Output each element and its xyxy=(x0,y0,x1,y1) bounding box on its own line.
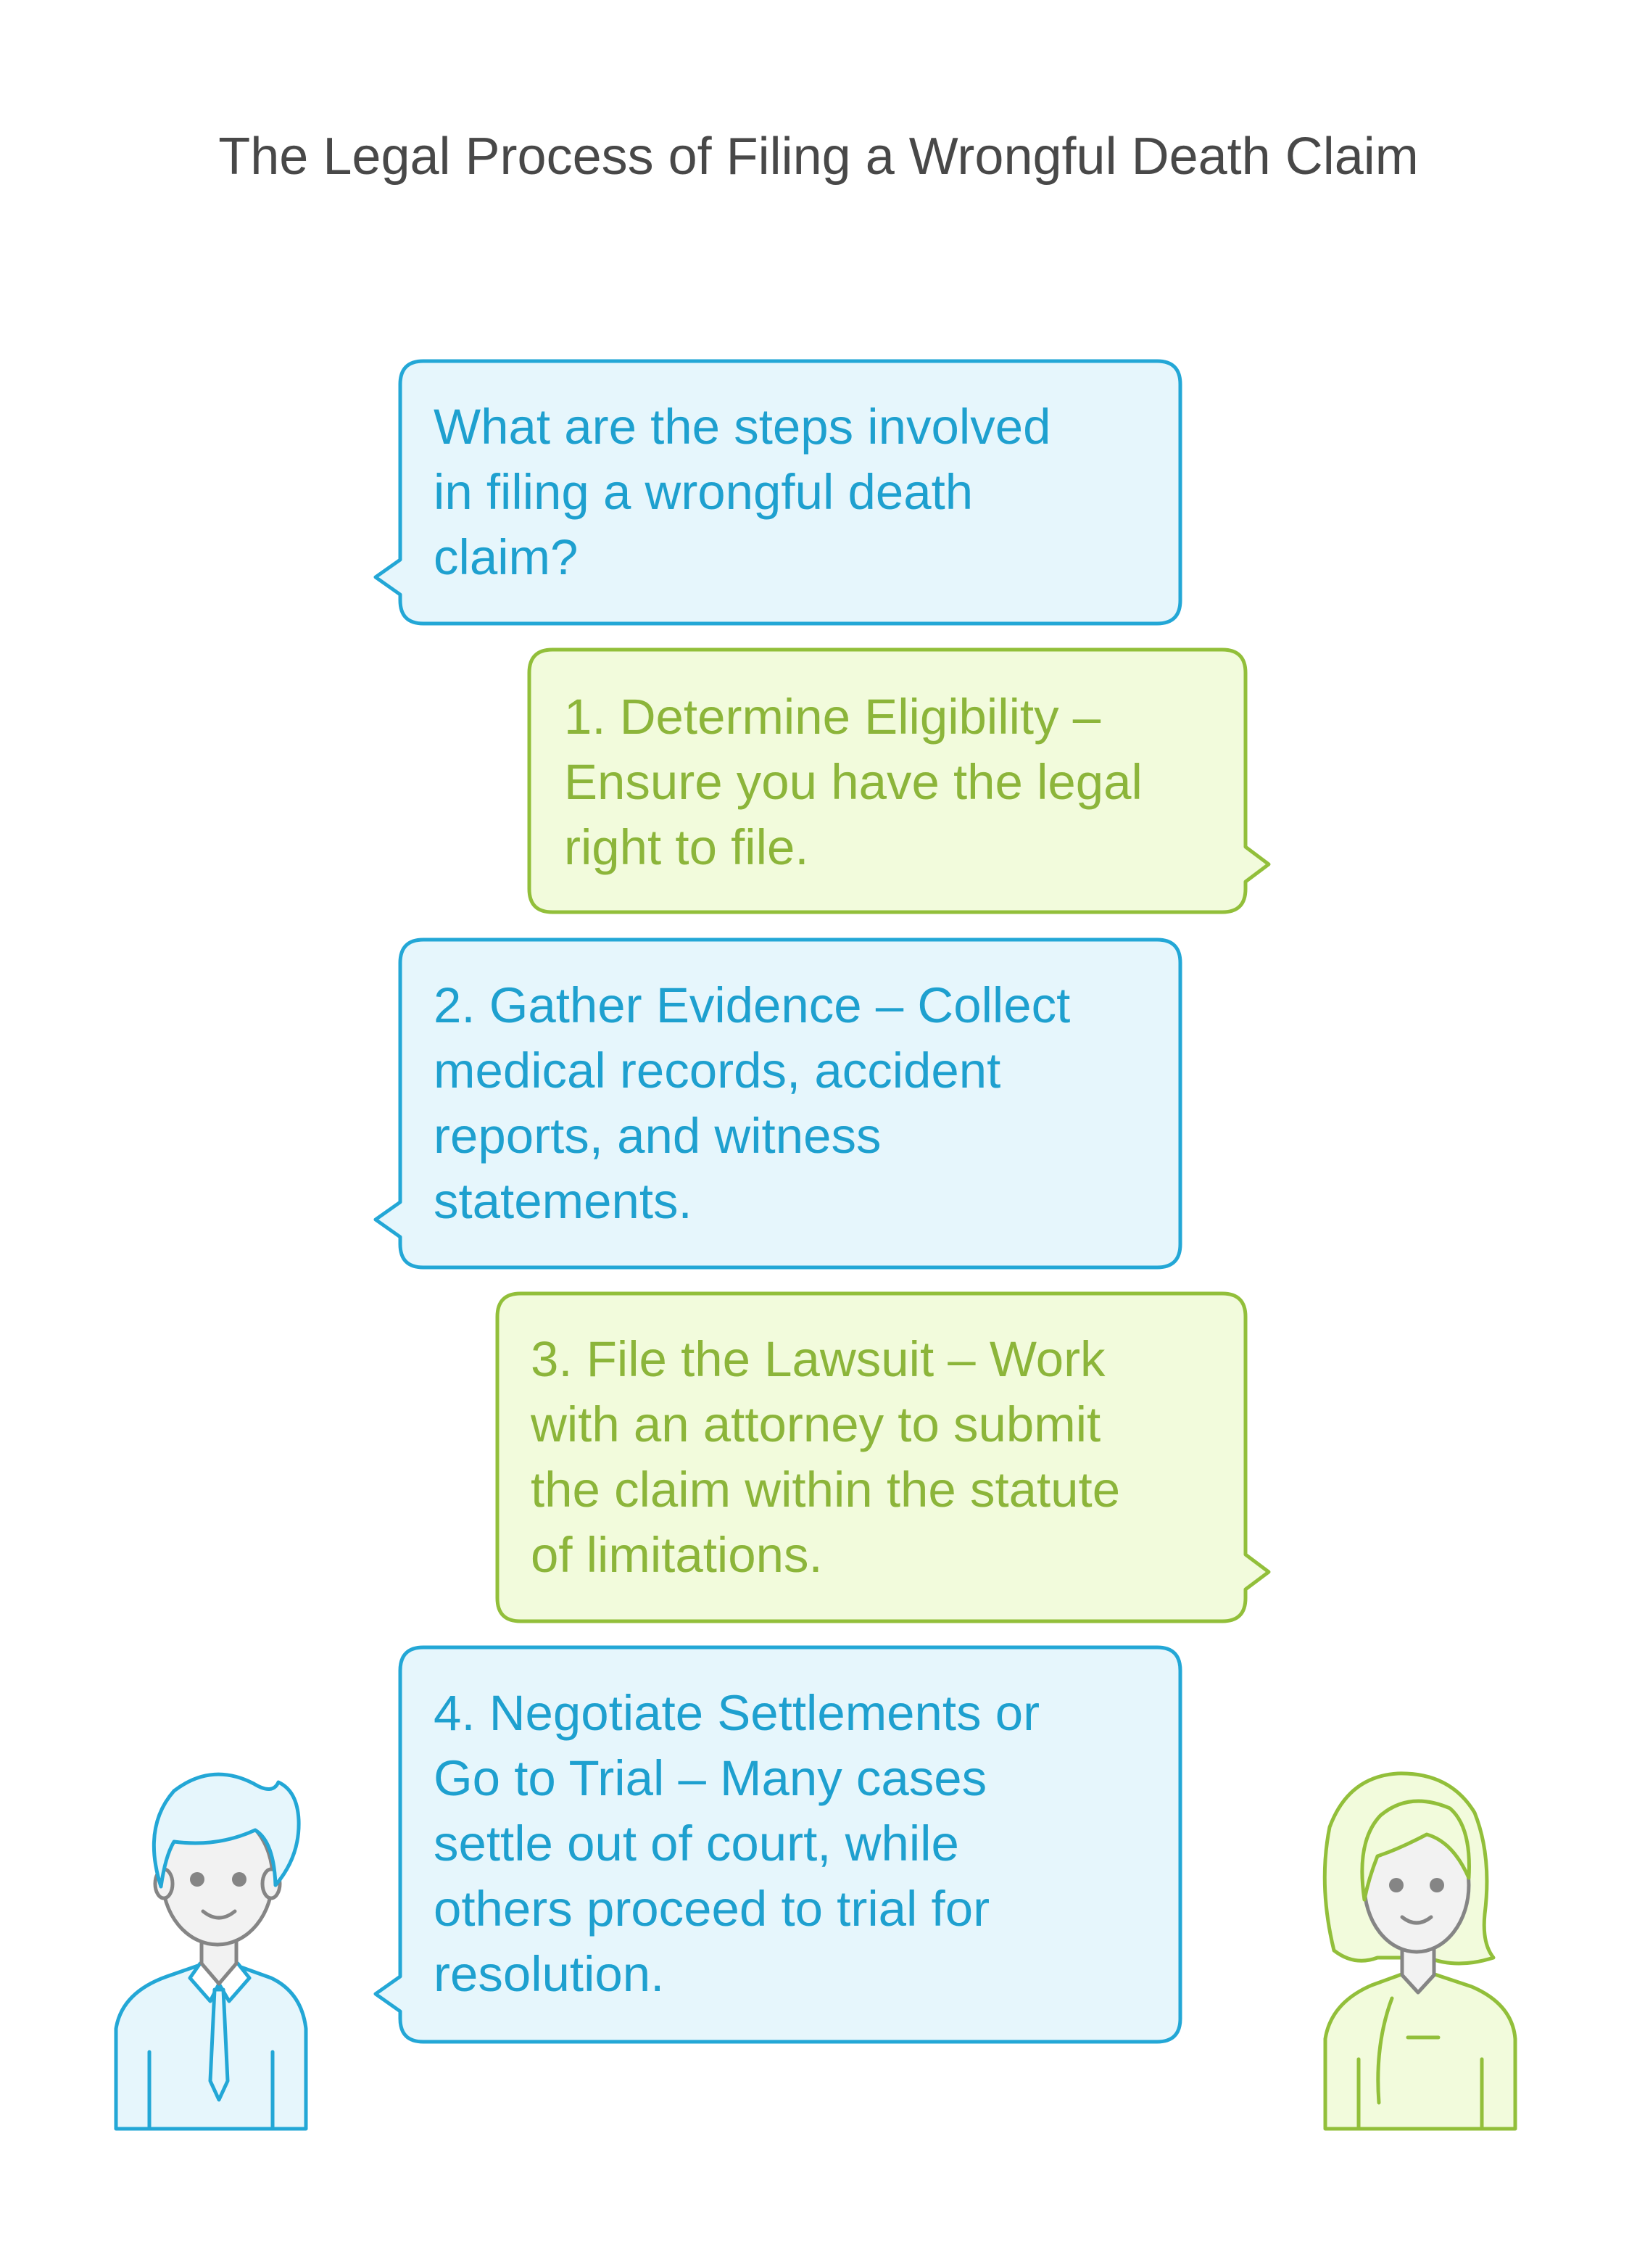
bubble-4-shape xyxy=(495,1291,1271,1623)
message-3-text: 2. Gather Evidence – Collect medical rec… xyxy=(434,977,1071,1229)
man-mouth xyxy=(201,1909,237,1920)
message-1-text: What are the steps involved in filing a … xyxy=(434,399,1051,585)
bubble-1-shape xyxy=(373,359,1182,626)
diagram-title: The Legal Process of Filing a Wrongful D… xyxy=(218,128,1419,186)
woman-neck xyxy=(1400,1941,1436,1995)
woman-avatar xyxy=(1322,1771,1517,2131)
man-hair xyxy=(152,1772,301,1889)
man-eye-left xyxy=(190,1872,204,1887)
woman-eye-left xyxy=(1389,1878,1404,1892)
man-avatar xyxy=(114,1772,308,2131)
woman-bangs xyxy=(1360,1799,1471,1902)
message-2-text: 1. Determine Eligibility – Ensure you ha… xyxy=(564,689,1143,875)
man-eye-right xyxy=(232,1872,246,1887)
man-tie xyxy=(208,1987,230,2102)
woman-mouth xyxy=(1400,1915,1433,1925)
bubble-5-shape xyxy=(373,1645,1182,2044)
bubble-2-shape xyxy=(527,647,1271,914)
woman-blouse xyxy=(1323,1971,1517,2131)
man-neck xyxy=(199,1932,239,1986)
woman-blouse-line xyxy=(1376,1996,1394,2105)
message-4-text: 3. File the Lawsuit – Work with an attor… xyxy=(531,1331,1121,1583)
bubble-3-shape xyxy=(373,938,1182,1270)
message-5-text: 4. Negotiate Settlements or Go to Trial … xyxy=(434,1685,1040,2002)
woman-eye-right xyxy=(1430,1878,1444,1892)
